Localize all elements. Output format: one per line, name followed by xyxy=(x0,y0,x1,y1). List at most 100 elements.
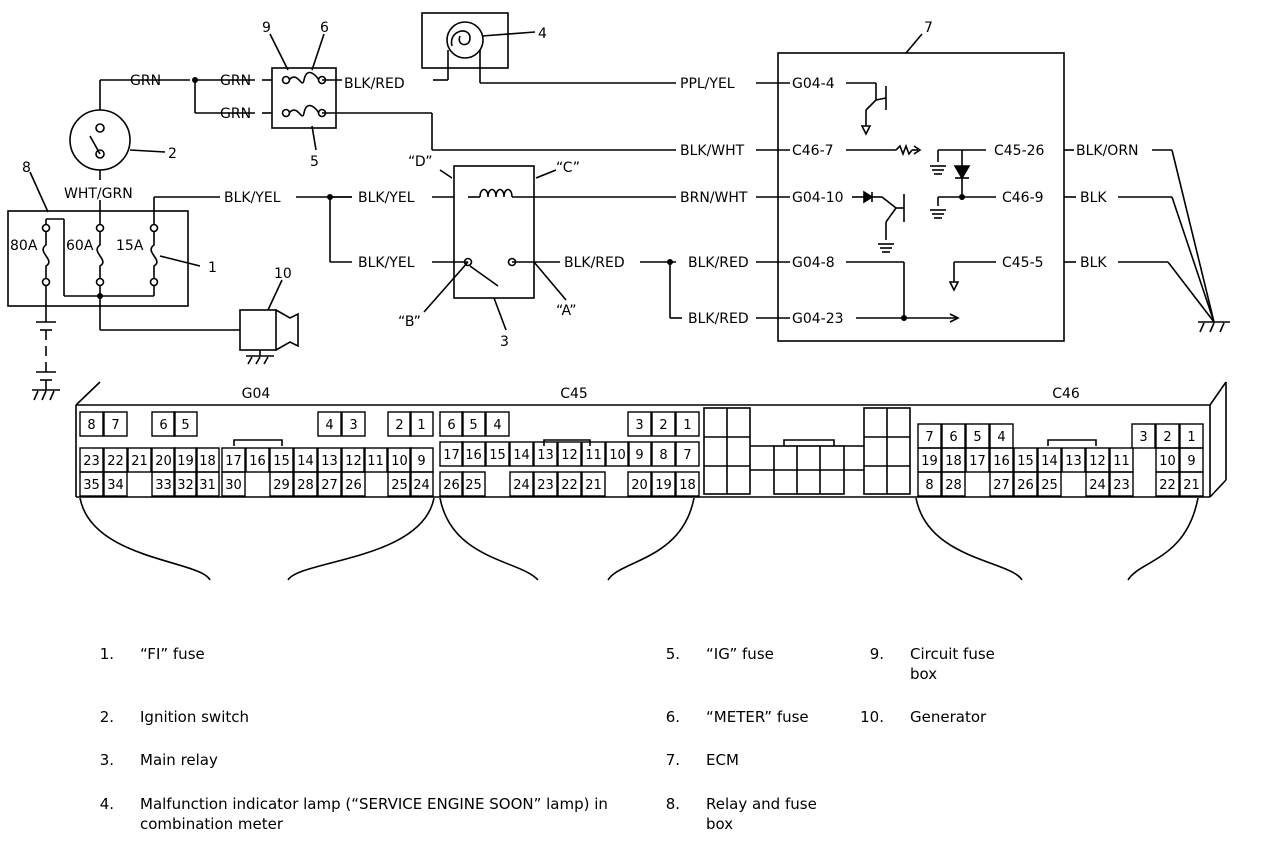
pin-label: 11 xyxy=(367,454,384,469)
pin-label: 12 xyxy=(561,448,578,463)
pin-cell xyxy=(363,447,388,473)
pin-label: 2 xyxy=(659,418,667,433)
pin-label: 6 xyxy=(949,430,957,445)
legend-text: Ignition switch xyxy=(140,708,250,726)
pin-label: 19 xyxy=(655,478,672,493)
pin-label: 7 xyxy=(683,448,691,463)
pin-cell xyxy=(341,471,366,497)
pin-cell xyxy=(409,411,434,437)
callout-number: 1 xyxy=(208,260,217,276)
callout-number: 6 xyxy=(320,20,329,36)
pin-label: 13 xyxy=(321,454,338,469)
pin-cell xyxy=(245,447,270,473)
pin-label: 13 xyxy=(1065,454,1082,469)
connector-title-g04: G04 xyxy=(242,386,271,402)
callout-number: 3 xyxy=(500,334,509,350)
wire-label: BLK/YEL xyxy=(358,190,415,206)
pin-label: 20 xyxy=(631,478,648,493)
pin-label: 12 xyxy=(345,454,362,469)
pin-label: 19 xyxy=(177,454,194,469)
pin-label: 14 xyxy=(513,448,530,463)
relay-and-fuse-box xyxy=(7,210,189,307)
pin-label: 24 xyxy=(1089,478,1106,493)
legend-number: 4. xyxy=(99,795,114,813)
pin-label: 19 xyxy=(921,454,938,469)
pin-label: 10 xyxy=(1159,454,1176,469)
wire-label: BLK/RED xyxy=(688,255,749,271)
pin-label: 4 xyxy=(325,418,333,433)
relay-terminal-c: “C” xyxy=(556,160,580,176)
meter-fuse-icon xyxy=(288,71,320,84)
legend-text: “IG” fuse xyxy=(706,645,774,663)
pin-label: 26 xyxy=(1017,478,1034,493)
pin-cell xyxy=(173,471,198,497)
pin-cell xyxy=(917,471,942,497)
wire-label: GRN xyxy=(220,106,251,122)
wire-label: BLK xyxy=(1080,190,1107,206)
pin-label: 5 xyxy=(973,430,981,445)
pin-label: 23 xyxy=(83,454,100,469)
pin-label: 30 xyxy=(225,478,242,493)
fuse-rating: 60A xyxy=(66,238,94,254)
pin-cell xyxy=(1155,471,1180,497)
pin-label: 1 xyxy=(417,418,425,433)
pin-label: 3 xyxy=(635,418,643,433)
pin-label: 6 xyxy=(159,418,167,433)
pin-label: 6 xyxy=(447,418,455,433)
pin-label: 18 xyxy=(679,478,696,493)
pin-cell xyxy=(675,471,700,497)
wire-label: WHT/GRN xyxy=(64,186,133,202)
pin-cell xyxy=(581,471,606,497)
wire-label: BLK/YEL xyxy=(224,190,281,206)
callout-number: 4 xyxy=(538,26,547,42)
relay-terminal-b: “B” xyxy=(398,314,421,330)
pin-cell xyxy=(605,441,630,467)
pin-cell xyxy=(509,441,534,467)
pin-label: 8 xyxy=(87,418,95,433)
terminal-label: G04-4 xyxy=(792,76,835,92)
wire-label: BLK/RED xyxy=(564,255,625,271)
pin-label: 26 xyxy=(443,478,460,493)
pin-label: 26 xyxy=(345,478,362,493)
legend-number: 8. xyxy=(665,795,680,813)
legend-number: 10. xyxy=(860,708,884,726)
wire-label: BLK/WHT xyxy=(680,143,745,159)
pin-label: 15 xyxy=(1017,454,1034,469)
pin-label: 1 xyxy=(1187,430,1195,445)
callout-number: 7 xyxy=(924,20,933,36)
pin-cell xyxy=(1013,471,1038,497)
terminal-label: C45-26 xyxy=(994,143,1045,159)
pin-cell xyxy=(1061,447,1086,473)
pin-cell xyxy=(533,441,558,467)
pin-label: 9 xyxy=(1187,454,1195,469)
wire-label: BLK/ORN xyxy=(1076,143,1139,159)
pin-label: 7 xyxy=(925,430,933,445)
pin-label: 21 xyxy=(131,454,148,469)
pin-cell xyxy=(79,471,104,497)
pin-label: 25 xyxy=(465,478,482,493)
pin-label: 15 xyxy=(273,454,290,469)
pin-label: 3 xyxy=(349,418,357,433)
pin-cell xyxy=(651,471,676,497)
callout-number: 10 xyxy=(274,266,292,282)
pin-cell xyxy=(965,447,990,473)
pin-cell xyxy=(317,411,342,437)
legend-text: Generator xyxy=(910,708,987,726)
legend-number: 1. xyxy=(99,645,114,663)
pin-cell xyxy=(387,411,412,437)
pin-cell xyxy=(151,471,176,497)
pin-cell xyxy=(439,471,464,497)
pin-cell xyxy=(195,471,220,497)
pin-label: 9 xyxy=(635,448,643,463)
pin-label: 27 xyxy=(993,478,1010,493)
pin-cell xyxy=(533,471,558,497)
pin-label: 22 xyxy=(107,454,124,469)
pin-cell xyxy=(941,471,966,497)
indicator-lamp-box xyxy=(421,12,509,69)
pin-label: 8 xyxy=(925,478,933,493)
pin-cell xyxy=(1131,423,1156,449)
pin-label: 1 xyxy=(683,418,691,433)
pin-label: 23 xyxy=(1113,478,1130,493)
pin-cell xyxy=(557,441,582,467)
pin-label: 14 xyxy=(1041,454,1058,469)
